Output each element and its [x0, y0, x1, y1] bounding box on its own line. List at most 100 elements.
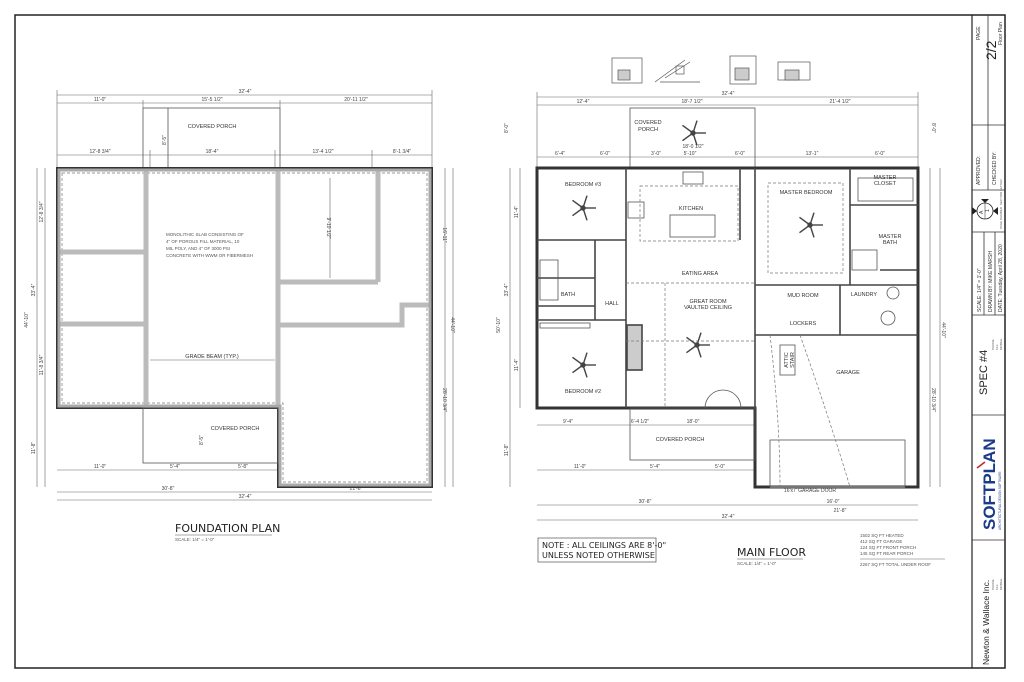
main-floor-plan: 32'-4" 12'-4" 18'-7 1/2" 21'-4 1/2" 6'-4… [496, 55, 946, 567]
dim-text: 11'-8 3/4" [39, 354, 45, 375]
page-number: 2/2 [983, 40, 999, 60]
ceiling-note-2: UNLESS NOTED OTHERWISE [542, 551, 655, 560]
dim-text: 21'-8" [834, 508, 847, 514]
dim-text: 6'-0" [735, 151, 745, 157]
ceiling-note-box [537, 537, 657, 563]
dim-text: 12'-4" [577, 99, 590, 105]
kitchen-island [669, 214, 716, 238]
dim-text: 50'-10" [496, 317, 502, 333]
svg-text:MOBILE: MOBILE [999, 339, 1003, 350]
dim-text: 11'-8" [504, 444, 510, 457]
dim-text: 12'-8 3/4" [39, 201, 45, 222]
ceiling-fan-icon [686, 332, 710, 358]
dim-text: 11'-4" [514, 359, 520, 372]
svg-text:PHONE: PHONE [991, 579, 995, 590]
garage-door-label: 16'x7' GARAGE DOOR [784, 488, 836, 494]
shower-icon [851, 249, 878, 271]
ceiling-fan-icon [799, 212, 823, 238]
date-field: DATE: Tuesday, April 28, 2020 [998, 244, 1004, 312]
svg-text:MONOLITHIC SLAB CONSISTING OF: MONOLITHIC SLAB CONSISTING OF [166, 232, 244, 237]
svg-text:FAX: FAX [995, 344, 999, 350]
toilet-icon [886, 286, 900, 300]
grade-beams [60, 170, 430, 406]
svg-text:SECTION LETTER: SECTION LETTER [999, 178, 1003, 205]
dim-text: 5'-4" [650, 464, 660, 470]
section-compass-icon: A 1 SECTION LETTER PAGE NUMBER [972, 178, 1003, 229]
ceiling-fan-icon [682, 120, 706, 146]
room-label-bath: BATH [561, 292, 575, 298]
dim-text: 6'-4" [555, 151, 565, 157]
porch-label: COVERED PORCH [188, 124, 237, 130]
dim-text: 33'-4" [31, 283, 37, 296]
title-block: PAGE 2/2 Floor Plan APPROVED: CHECKED BY… [972, 15, 1005, 665]
svg-text:4" OF POROUS FILL MATERIAL, 10: 4" OF POROUS FILL MATERIAL, 10 [166, 239, 240, 244]
dim-text: 20'-11 1/2" [344, 97, 368, 103]
sink-icon [682, 171, 704, 185]
page-label: PAGE [976, 26, 982, 40]
area-summary: 1502 SQ FT HEATED 412 SQ FT GARAGE 124 S… [860, 533, 945, 567]
dim-text: 9'-10 1/2" [325, 217, 331, 238]
room-label-great-room-2: VAULTED CEILING [684, 305, 732, 311]
dim-text: 6'-4 1/2" [631, 419, 650, 425]
dim-text: 11'-0" [94, 97, 107, 103]
foundation-plan-title: FOUNDATION PLAN [175, 522, 280, 535]
room-labels: BEDROOM #3 KITCHEN MASTER BEDROOM MASTER… [561, 175, 902, 494]
dim-text: 44'-10" [940, 322, 946, 338]
room-label-lockers: LOCKERS [790, 321, 817, 327]
interior-walls [537, 168, 918, 408]
room-label-great-room: GREAT ROOM [689, 299, 726, 305]
svg-text:A: A [979, 210, 985, 214]
dim-text: 13'-4 1/2" [312, 149, 333, 155]
range-icon [627, 201, 645, 219]
room-label-kitchen: KITCHEN [679, 206, 703, 212]
dim-text: 32'-4" [722, 514, 735, 520]
room-label-bedroom-3: BEDROOM #3 [565, 182, 601, 188]
svg-text:2267 SQ FT TOTAL UNDER ROOF: 2267 SQ FT TOTAL UNDER ROOF [860, 562, 931, 567]
svg-text:PHONE: PHONE [991, 339, 995, 350]
drawn-by-field: DRAWN BY: MIKE MARSH [988, 251, 994, 312]
room-label-master-bath-2: BATH [883, 240, 897, 246]
dim-text: 8'-5" [162, 135, 168, 145]
company-name: Newton & Wallace Inc. [981, 580, 991, 665]
dim-text: 8'-5" [199, 435, 205, 445]
dim-text: 28'-10 3/4" [930, 388, 936, 412]
dim-text: 30'-8" [162, 486, 175, 492]
room-label-master-bedroom: MASTER BEDROOM [780, 190, 833, 196]
foundation-scale: SCALE: 1/4" = 1'-0" [175, 537, 215, 542]
dim-text: 11'-8" [31, 442, 37, 455]
svg-text:MIL POLY, AND 4" OF 3000 PSI: MIL POLY, AND 4" OF 3000 PSI [166, 246, 230, 251]
svg-text:PAGE NUMBER: PAGE NUMBER [999, 206, 1003, 229]
attic-stair-icon [779, 344, 796, 376]
porch-label: COVERED PORCH [211, 426, 260, 432]
bathtub-icon [539, 259, 559, 301]
exterior-walls [535, 166, 920, 489]
dim-text: 18'-0 1/2" [682, 144, 703, 150]
svg-text:FAX: FAX [995, 584, 999, 590]
sheet-name: Floor Plan [998, 22, 1004, 45]
grade-beam-label: GRADE BEAM (TYP.) [185, 354, 239, 360]
dim-text: 5'-8" [238, 464, 248, 470]
foundation-plan: 32'-4" 11'-0" 15'-5 1/2" 20'-11 1/2" 12'… [24, 89, 455, 542]
dim-text: 8'-0" [504, 123, 510, 133]
dim-text: 12'-8 3/4" [89, 149, 110, 155]
dim-text: 16'-0" [827, 499, 840, 505]
dim-text: 6'-0" [600, 151, 610, 157]
dim-text: 44'-10" [449, 317, 455, 333]
dim-text: 15'-5 1/2" [201, 97, 222, 103]
room-label-eating-area: EATING AREA [682, 271, 719, 277]
checked-by-label: CHECKED BY: [992, 151, 998, 185]
room-label-garage: GARAGE [836, 370, 860, 376]
dim-text: 28'-10 3/4" [441, 388, 447, 412]
plan-name: SPEC #4 [978, 350, 990, 395]
dim-text: 9'-4" [563, 419, 573, 425]
ceiling-fan-icon [572, 195, 596, 221]
section-details [611, 55, 811, 85]
svg-text:1502 SQ FT HEATED: 1502 SQ FT HEATED [860, 533, 904, 538]
dim-text: 13'-1" [806, 151, 819, 157]
dim-text: 21'-4 1/2" [829, 99, 850, 105]
dim-text: 18'-0" [687, 419, 700, 425]
slab-inner-edge [61, 172, 428, 483]
dim-text: 5'-0" [715, 464, 725, 470]
ceiling-fans [572, 120, 823, 378]
main-floor-dimensions: 32'-4" 12'-4" 18'-7 1/2" 21'-4 1/2" 6'-4… [496, 91, 946, 521]
